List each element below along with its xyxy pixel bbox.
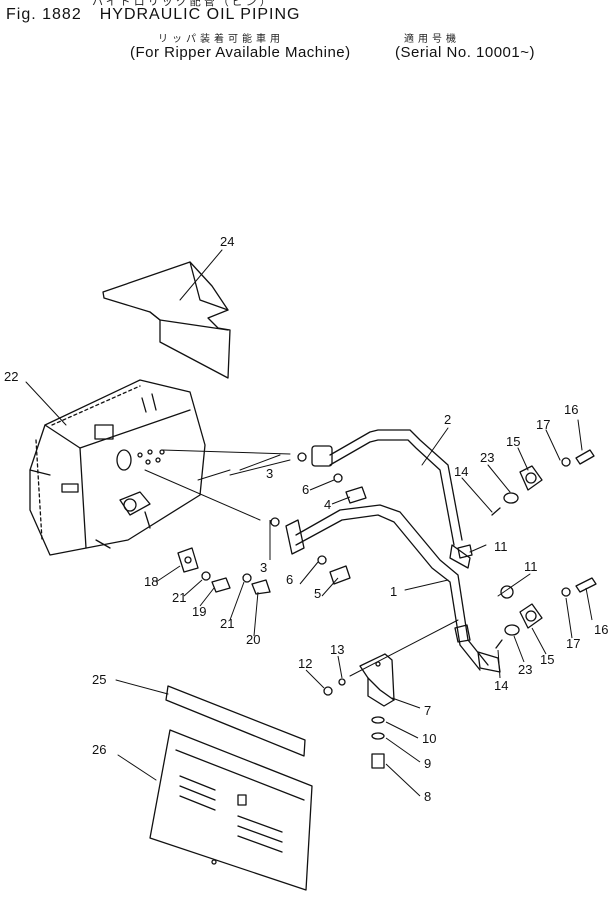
callout-24: 24 [220, 234, 234, 249]
callout-25: 25 [92, 672, 106, 687]
callout-2: 2 [444, 412, 451, 427]
leader-lines [25, 249, 583, 781]
callout-21-right: 21 [220, 616, 234, 631]
figure-number: Fig. 1882 [6, 6, 82, 23]
callout-7: 7 [424, 703, 431, 718]
part-24-cover [102, 261, 231, 379]
part-26-guard [149, 729, 313, 891]
part-1-pipe [285, 504, 501, 673]
callout-11-upper: 11 [494, 539, 508, 554]
callout-26: 26 [92, 742, 106, 757]
callout-9: 9 [424, 756, 431, 771]
figure-header: ハイドロリック配管（ピン） Fig. 1882 HYDRAULIC OIL PIP… [0, 0, 609, 70]
part-22-hydraulic-tank [29, 379, 206, 556]
callout-14-lower: 14 [494, 678, 508, 693]
callout-17-lower: 17 [566, 636, 580, 651]
callout-12: 12 [298, 656, 312, 671]
flanges-and-bolts [177, 452, 385, 769]
figure-title: HYDRAULIC OIL PIPING [99, 6, 301, 23]
callout-11-lower: 11 [524, 559, 538, 574]
callout-10: 10 [422, 731, 436, 746]
callout-18: 18 [144, 574, 158, 589]
japanese-title-cut: ハイドロリック配管（ピン） [92, 0, 274, 8]
part-2-pipe [311, 429, 471, 569]
part-25-plate [165, 685, 306, 757]
callout-4: 4 [324, 497, 331, 512]
callout-16-lower: 16 [594, 622, 608, 637]
pipe-clamps-11 [454, 544, 473, 643]
japanese-serial: 適用号機 [404, 34, 460, 45]
callout-19: 19 [192, 604, 206, 619]
leader-lines-lower [155, 479, 593, 797]
callout-16-upper: 16 [564, 402, 578, 417]
usage-note: (For Ripper Available Machine) [130, 44, 351, 61]
callout-15-upper: 15 [506, 434, 520, 449]
callout-23-lower: 23 [518, 662, 532, 677]
callout-3-upper: 3 [266, 466, 273, 481]
callout-15-lower: 15 [540, 652, 554, 667]
callout-3-lower: 3 [260, 560, 267, 575]
callout-6-upper: 6 [302, 482, 309, 497]
callout-17-upper: 17 [536, 417, 550, 432]
serial-note: (Serial No. 10001~) [395, 44, 535, 61]
japanese-usage: リッパ装着可能車用 [158, 34, 284, 45]
part-7-bracket [359, 653, 395, 707]
callout-1: 1 [390, 584, 397, 599]
callout-21-left: 21 [172, 590, 186, 605]
callout-labels: 24 22 2 16 17 15 23 14 3 6 4 11 3 6 5 1 … [4, 234, 608, 804]
callout-20: 20 [246, 632, 260, 647]
callout-14-upper: 14 [454, 464, 468, 479]
callout-23-upper: 23 [480, 450, 494, 465]
callout-8: 8 [424, 789, 431, 804]
callout-22: 22 [4, 369, 18, 384]
figure-title-line: Fig. 1882 HYDRAULIC OIL PIPING [6, 6, 301, 24]
callout-13: 13 [330, 642, 344, 657]
callout-6-lower: 6 [286, 572, 293, 587]
fittings-lower [495, 577, 597, 649]
fittings-upper [491, 449, 595, 599]
serial-number: Serial No. 10001~ [400, 44, 530, 61]
callout-5: 5 [314, 586, 321, 601]
